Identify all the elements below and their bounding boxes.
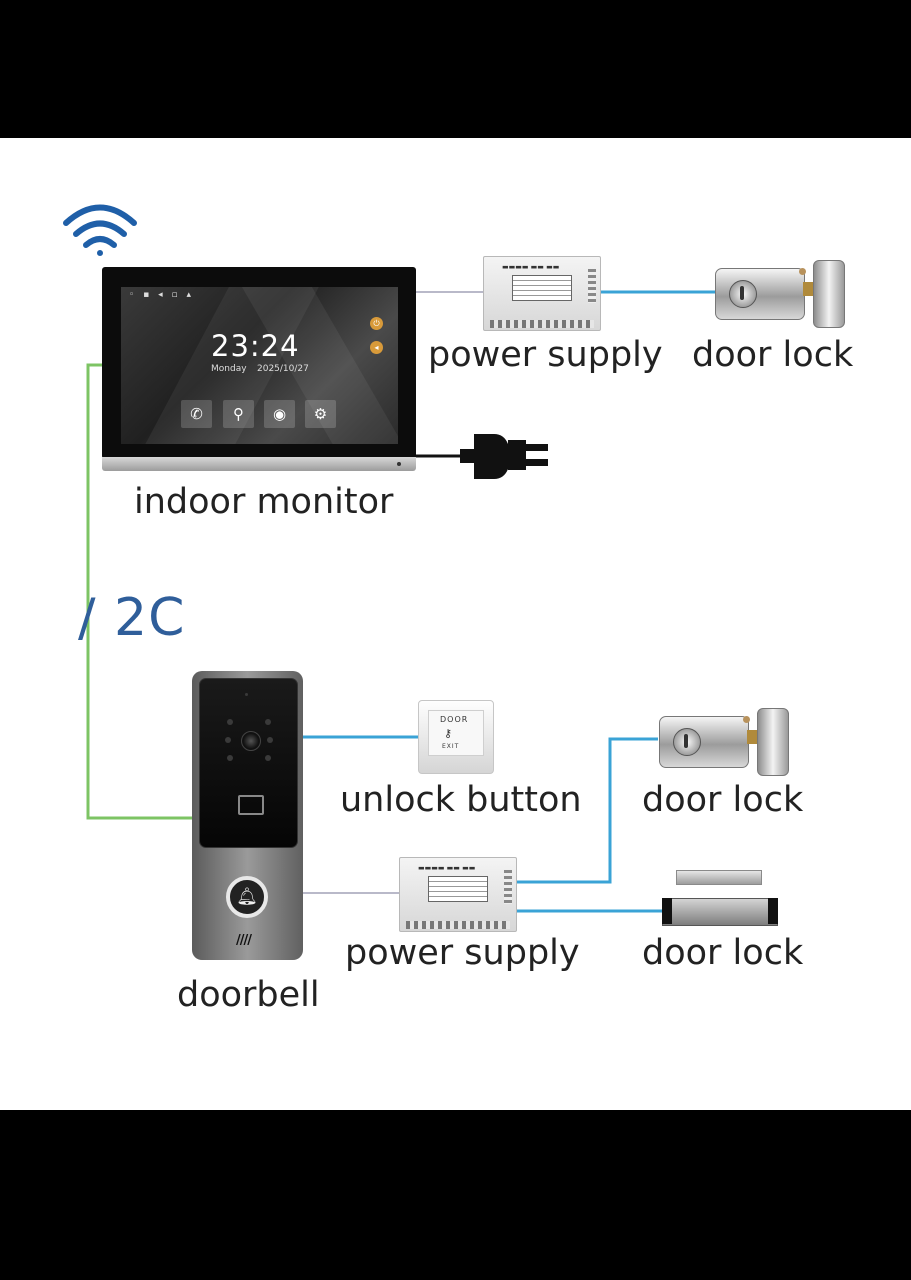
bottom-rim-lock-wire	[516, 737, 658, 884]
walk-icon[interactable]: ⚲	[223, 400, 254, 428]
monitor-led	[397, 462, 401, 466]
lock-bolt	[747, 730, 759, 744]
keyhole-icon	[740, 286, 744, 300]
phone-icon[interactable]: ✆	[181, 400, 212, 428]
bus-wire	[86, 363, 196, 820]
lock-screw	[799, 268, 806, 275]
ir-led	[225, 737, 231, 743]
monitor-chin	[102, 457, 416, 471]
camera-icon[interactable]: ◉	[264, 400, 295, 428]
monitor-screen: ◦ ▪ ◂ ▫ ▴ 23:24 Monday 2025/10/27 ⏻ ◂ ✆ …	[121, 287, 398, 444]
doorbell-unit: 🔔︎ ////	[192, 671, 303, 960]
psu-spec-sticker	[428, 876, 488, 902]
psu-side-terminals	[504, 870, 512, 904]
ir-led	[227, 719, 233, 725]
magnet-end-cap	[662, 898, 672, 924]
ir-led	[227, 755, 233, 761]
label-power-supply-top: power supply	[428, 335, 663, 375]
lock-screw	[743, 716, 750, 723]
exit-button-face	[428, 710, 484, 756]
wifi-icon	[63, 204, 137, 256]
doorbell-glass-panel	[199, 678, 298, 848]
psu-printed-text: ▬▬▬▬ ▬▬ ▬▬	[418, 864, 476, 872]
label-indoor-monitor: indoor monitor	[134, 482, 394, 522]
label-unlock-button: unlock button	[340, 780, 582, 820]
clock-day: Monday	[211, 364, 247, 374]
volume-icon[interactable]: ◂	[370, 341, 383, 354]
psu-terminals	[406, 921, 510, 929]
label-power-supply-bottom: power supply	[345, 933, 580, 973]
psu-terminals	[490, 320, 594, 328]
exit-button-device: DOOR ⚷ EXIT	[418, 700, 494, 774]
exit-button-bottom-text: EXIT	[442, 743, 460, 750]
speaker-grille: ////	[236, 933, 252, 948]
indoor-monitor: ◦ ▪ ◂ ▫ ▴ 23:24 Monday 2025/10/27 ⏻ ◂ ✆ …	[102, 267, 416, 472]
card-reader-icon	[238, 795, 264, 815]
status-bar-icons: ◦ ▪ ◂ ▫ ▴	[129, 290, 194, 300]
power-supply-unit-top: ▬▬▬▬ ▬▬ ▬▬	[483, 256, 601, 331]
magnetic-lock	[662, 868, 778, 928]
keyhole-icon	[684, 734, 688, 748]
label-door-lock-top: door lock	[692, 335, 854, 375]
camera-lens-icon	[241, 731, 261, 751]
power-plug-icon	[460, 434, 548, 479]
psu-printed-text: ▬▬▬▬ ▬▬ ▬▬	[502, 263, 560, 271]
lock-cylinder	[673, 728, 701, 756]
label-doorbell: doorbell	[177, 975, 320, 1015]
lock-keeper	[813, 260, 845, 328]
label-door-lock-magnetic: door lock	[642, 933, 804, 973]
clock-date: 2025/10/27	[257, 364, 309, 374]
bottom-black-band	[0, 1110, 911, 1280]
bell-icon[interactable]: 🔔︎	[226, 876, 268, 918]
armature-plate	[676, 870, 762, 885]
key-icon: ⚷	[444, 727, 453, 740]
magnet-end-cap	[768, 898, 778, 924]
power-icon[interactable]: ⏻	[370, 317, 383, 330]
power-supply-unit-bottom: ▬▬▬▬ ▬▬ ▬▬	[399, 857, 517, 932]
exit-button-top-text: DOOR	[440, 715, 469, 724]
mic-hole	[245, 693, 248, 696]
psu-side-terminals	[588, 269, 596, 303]
top-black-band	[0, 0, 911, 138]
ir-led	[265, 719, 271, 725]
bus-label: / 2C	[78, 588, 186, 648]
ir-led	[265, 755, 271, 761]
psu-spec-sticker	[512, 275, 572, 301]
lock-keeper	[757, 708, 789, 776]
settings-icon[interactable]: ⚙	[305, 400, 336, 428]
label-door-lock-rim: door lock	[642, 780, 804, 820]
lock-bolt	[803, 282, 815, 296]
ir-led	[267, 737, 273, 743]
magnet-body	[662, 898, 778, 926]
clock-time: 23:24	[211, 329, 300, 363]
